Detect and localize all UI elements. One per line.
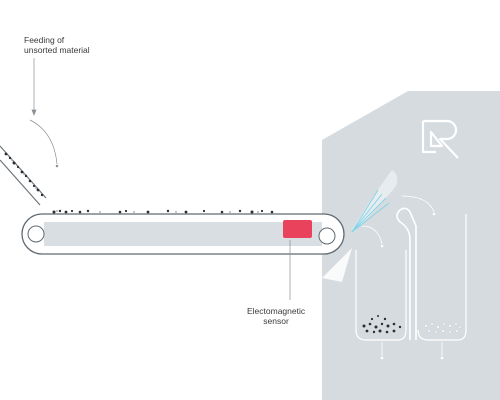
feeding-label: Feeding of unsorted material bbox=[24, 35, 90, 55]
machine-housing bbox=[322, 91, 500, 400]
feeding-arrow bbox=[29, 58, 59, 168]
output-arrows bbox=[380, 342, 444, 360]
conveyor-belt bbox=[21, 213, 345, 255]
sensor-label-line1: Electomagnetic bbox=[247, 306, 306, 316]
belt-material bbox=[52, 209, 274, 214]
deflector-plate bbox=[322, 248, 352, 282]
collection-bin-left bbox=[355, 250, 407, 341]
electromagnetic-sensor bbox=[283, 220, 312, 238]
feeding-label-line1: Feeding of bbox=[24, 35, 65, 45]
separator-divider bbox=[396, 207, 417, 340]
brand-logo-icon bbox=[421, 119, 459, 159]
belt-roller-right bbox=[318, 227, 336, 245]
air-jet-icon bbox=[351, 170, 398, 233]
feeding-label-line2: unsorted material bbox=[24, 45, 90, 55]
feeding-chute bbox=[0, 145, 47, 206]
belt-roller-left bbox=[27, 225, 45, 243]
sensor-label-line2: sensor bbox=[263, 316, 289, 326]
sensor-label: Electomagnetic sensor bbox=[247, 306, 305, 326]
trajectory-arrows bbox=[361, 195, 436, 248]
collection-bin-right bbox=[417, 214, 467, 341]
chute-material bbox=[4, 152, 44, 197]
